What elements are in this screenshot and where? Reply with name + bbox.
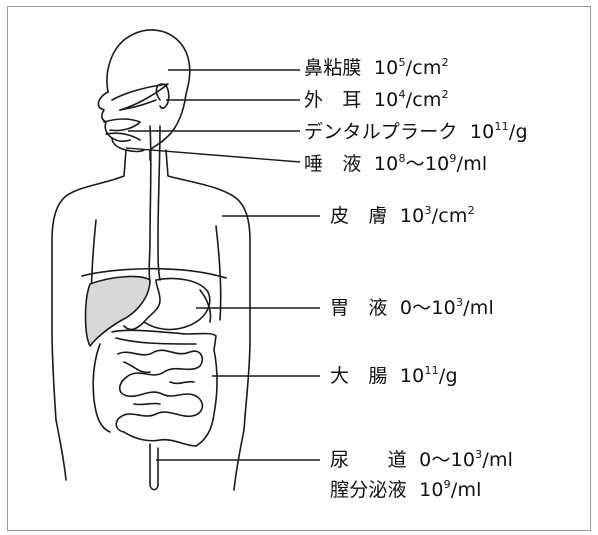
stomach: [144, 279, 210, 330]
label-skin: 皮 膚 103/cm2: [330, 205, 475, 227]
label-dental-plaque: デンタルプラーク 1011/g: [304, 121, 528, 143]
ascending-colon: [93, 344, 110, 432]
label-large-intestine: 大 腸 1011/g: [330, 365, 458, 387]
label-saliva: 唾 液 108〜109/ml: [304, 153, 487, 175]
label-outer-ear: 外 耳 104/cm2: [304, 89, 449, 111]
label-nasal-mucosa: 鼻粘膜 105/cm2: [304, 57, 449, 79]
liver: [86, 277, 151, 346]
label-urethra: 尿 道 0〜103/ml: [330, 449, 513, 471]
oral-cavity: [104, 119, 140, 131]
label-vaginal-secretion: 膣分泌液 109/ml: [330, 479, 482, 501]
rectum: [124, 432, 196, 446]
label-gastric-juice: 胃 液 0〜103/ml: [330, 297, 494, 319]
leader-saliva: [126, 148, 300, 162]
small-intestine: [116, 350, 202, 432]
leader-lines: [126, 70, 320, 460]
